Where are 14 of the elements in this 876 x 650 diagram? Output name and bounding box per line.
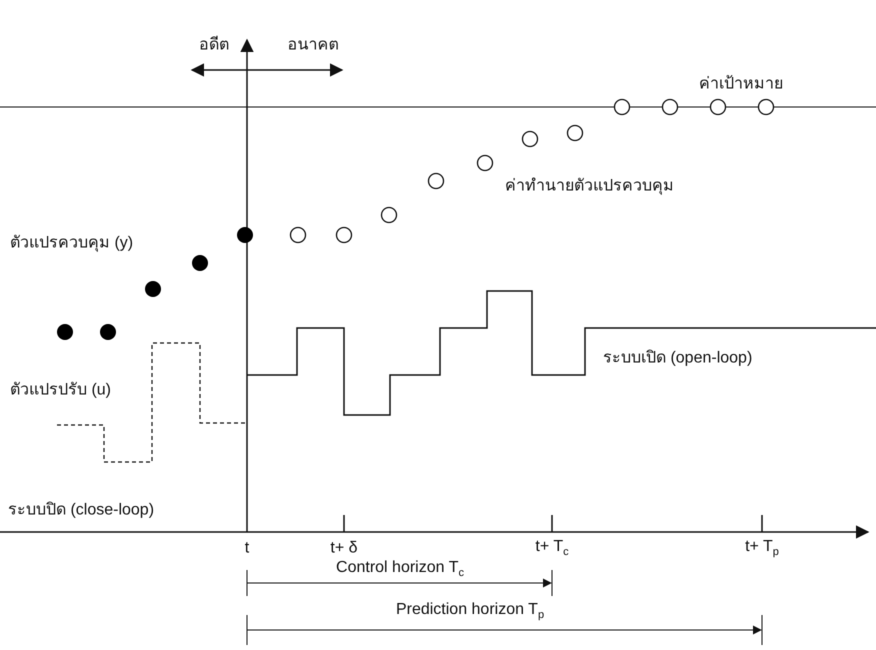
curve-label: ระบบปิด (close-loop) <box>8 500 154 520</box>
tick-label: t <box>244 538 250 558</box>
curve-label: ระบบเปิด (open-loop) <box>603 348 752 368</box>
tick-label: t+ δ <box>330 538 358 558</box>
dimension-label: Control horizon T$_{c}$ <box>336 558 464 580</box>
axis-label: อนาคต <box>288 35 338 55</box>
tick-label: t+ T$_{p}$ <box>745 536 779 560</box>
axis-label: อดีต <box>199 35 229 55</box>
curve-label: ค่าเป้าหมาย <box>699 74 783 94</box>
curve-label: ตัวแปรควบคุม (y) <box>10 233 134 253</box>
curve-label: ตัวแปรปรับ (u) <box>10 380 111 400</box>
dimension-label: Prediction horizon T$_{p}$ <box>396 600 544 622</box>
curve-label: ค่าทำนายตัวแปรควบคุม <box>505 176 674 196</box>
tick-label: t+ T$_{c}$ <box>535 536 569 560</box>
